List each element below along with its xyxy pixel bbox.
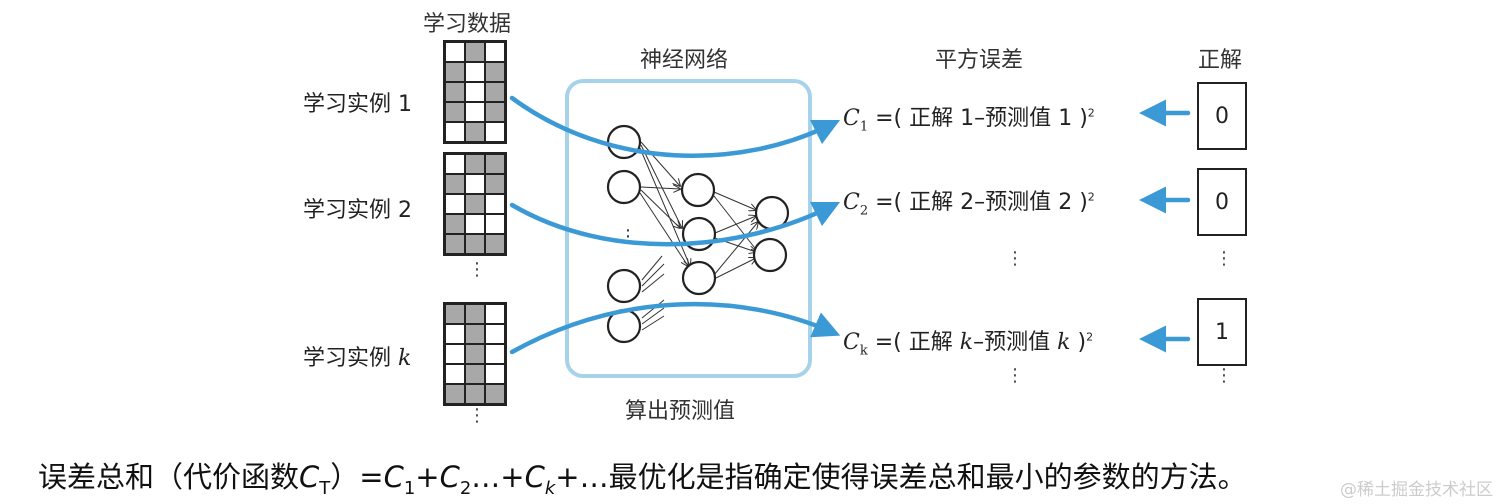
grid-cell	[465, 174, 485, 194]
grid-cell	[445, 102, 465, 122]
answer-box-1: 0	[1197, 82, 1247, 150]
flow-arrow-1-icon	[509, 95, 841, 158]
grid-cell	[445, 154, 465, 174]
formula-2: C2 =( 正解 2–预测值 2 )2	[843, 190, 1095, 219]
grid-cell	[485, 154, 505, 174]
grid-cell	[445, 384, 465, 404]
grid-cell	[465, 364, 485, 384]
neuron-input-1	[606, 124, 642, 160]
neuron-hidden-3	[681, 260, 717, 296]
grid-cell	[465, 324, 485, 344]
grid-cell	[445, 344, 465, 364]
grid-cell	[485, 214, 505, 234]
grid-cell	[465, 154, 485, 174]
neural-network-header: 神经网络	[640, 48, 729, 73]
learning-data-header: 学习数据	[423, 12, 512, 37]
learning-example-2-label: 学习实例 2	[303, 198, 413, 223]
grid-cell	[485, 324, 505, 344]
learning-example-2-grid	[443, 152, 507, 256]
grid-cell	[445, 122, 465, 142]
grid-cell	[445, 42, 465, 62]
grid-cell	[445, 62, 465, 82]
grid-cell	[485, 364, 505, 384]
grid-cell	[485, 194, 505, 214]
grid-cell	[445, 364, 465, 384]
grid-cell	[445, 324, 465, 344]
grid-cell	[465, 122, 485, 142]
grid-cell	[465, 304, 485, 324]
neuron-input-2	[606, 169, 642, 205]
correct-answer-header: 正解	[1198, 48, 1243, 73]
learning-example-1-label: 学习实例 1	[303, 92, 413, 117]
grid-cell	[465, 194, 485, 214]
answer-box-2: 0	[1197, 168, 1247, 236]
grid-cell	[485, 42, 505, 62]
network-connections	[639, 141, 758, 331]
grid-cell	[465, 214, 485, 234]
formula-1: C1 =( 正解 1–预测值 1 )2	[843, 106, 1095, 135]
grid-cell	[465, 384, 485, 404]
formula-k: Ck =( 正解 k–预测值 k )2	[843, 330, 1094, 359]
grid-cell	[485, 62, 505, 82]
grid-cell	[445, 214, 465, 234]
squared-error-header: 平方误差	[935, 48, 1024, 73]
neuron-hidden-1	[680, 172, 716, 208]
learning-example-1-grid	[443, 40, 507, 144]
grid-cell	[465, 102, 485, 122]
compute-prediction-label: 算出预测值	[625, 399, 736, 424]
grid-cell	[485, 82, 505, 102]
neuron-input-3	[606, 268, 642, 304]
flow-arrow-2-icon	[509, 201, 841, 247]
grid-cell	[465, 42, 485, 62]
grid-cell	[485, 174, 505, 194]
watermark: @稀土掘金技术社区	[1340, 480, 1493, 500]
bottom-caption: 误差总和（代价函数CT）=C1+C2…+Ck+…最优化是指确定使得误差总和最小的…	[38, 460, 1247, 499]
flow-arrow-k-icon	[509, 301, 841, 355]
grid-cell	[465, 62, 485, 82]
grid-cell	[485, 304, 505, 324]
answer-box-k: 1	[1197, 298, 1247, 366]
grid-cell	[465, 82, 485, 102]
grid-cell	[485, 384, 505, 404]
learning-example-k-label: 学习实例 k	[303, 346, 412, 371]
grid-cell	[465, 234, 485, 254]
grid-cell	[485, 122, 505, 142]
grid-cell	[445, 174, 465, 194]
grid-cell	[465, 344, 485, 364]
grid-cell	[445, 304, 465, 324]
grid-cell	[485, 234, 505, 254]
grid-cell	[445, 194, 465, 214]
grid-cell	[485, 344, 505, 364]
learning-example-k-grid	[443, 302, 507, 406]
grid-cell	[485, 102, 505, 122]
neuron-output-2	[752, 237, 788, 273]
grid-cell	[445, 82, 465, 102]
grid-cell	[445, 234, 465, 254]
